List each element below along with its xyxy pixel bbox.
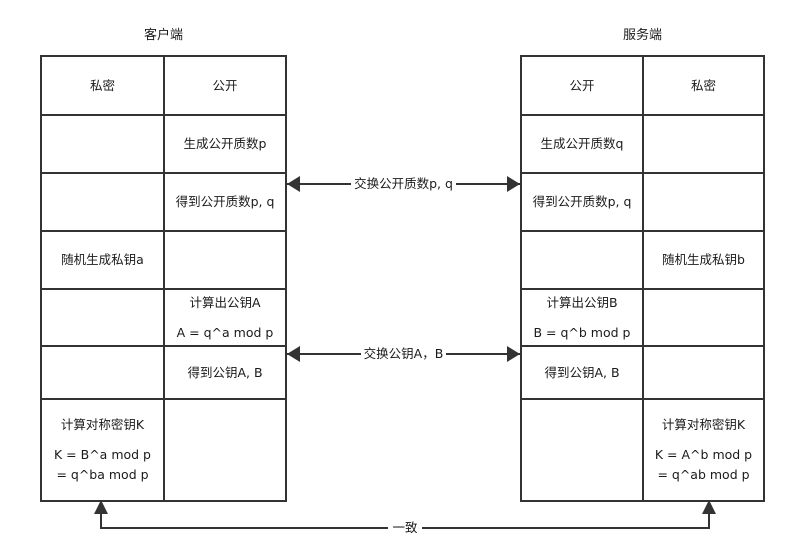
server-cell-private-3: 随机生成私钥b: [662, 252, 745, 267]
server-table: 公开 私密 生成公开质数q 得到公开质数p, q 随机生成私钥b: [520, 55, 765, 502]
client-col-header-private: 私密: [42, 57, 165, 114]
client-cell-public-1: 生成公开质数p: [183, 136, 267, 151]
connector-label: 交换公开质数p, q: [287, 174, 520, 194]
bracket-riser-left: [100, 512, 102, 529]
table-row: 私密 公开: [42, 57, 285, 116]
server-cell-private-1: [644, 116, 763, 172]
connector-label: 交换公钥A，B: [287, 344, 520, 364]
table-row: 得到公开质数p, q: [42, 174, 285, 232]
bracket-riser-right: [708, 512, 710, 529]
bracket-label: 一致: [96, 518, 714, 538]
client-cell-public-2: 得到公开质数p, q: [175, 194, 275, 209]
connector-exchange-keys: 交换公钥A，B: [287, 342, 520, 366]
table-row: 计算对称密钥K K = A^b mod p = q^ab mod p: [522, 400, 763, 500]
server-cell-private-2: [644, 174, 763, 230]
server-cell-private-5: [644, 347, 763, 398]
server-cell-public-2: 得到公开质数p, q: [522, 174, 644, 230]
connector-exchange-primes: 交换公开质数p, q: [287, 172, 520, 196]
arrow-head-up-left-icon: [94, 500, 108, 514]
table-row: 得到公钥A, B: [42, 347, 285, 400]
table-row: 得到公开质数p, q: [522, 174, 763, 232]
table-row: 随机生成私钥b: [522, 232, 763, 290]
arrow-head-left-icon: [287, 346, 300, 362]
client-cell-public-6: [165, 400, 285, 500]
client-col-header-public: 公开: [212, 77, 238, 93]
client-cell-private-1: [42, 116, 165, 172]
arrow-head-left-icon: [287, 176, 300, 192]
client-cell-private-3: 随机生成私钥a: [42, 232, 165, 288]
client-cell-public-3: [165, 232, 285, 288]
client-cell-private-2: [42, 174, 165, 230]
client-cell-public-5: 得到公钥A, B: [187, 364, 263, 380]
bottom-bracket-connector: 一致: [94, 500, 716, 542]
server-col-header-private: 私密: [690, 77, 716, 93]
table-row: 生成公开质数p: [42, 116, 285, 174]
table-row: 公开 私密: [522, 57, 763, 116]
server-col-header-public: 公开: [522, 57, 644, 114]
table-row: 计算出公钥B B = q^b mod p: [522, 290, 763, 347]
client-title: 客户端: [143, 28, 183, 43]
server-cell-public-3: [522, 232, 644, 288]
server-cell-private-4: [644, 290, 763, 345]
arrow-head-right-icon: [507, 346, 520, 362]
server-cell-private-6: 计算对称密钥K K = A^b mod p = q^ab mod p: [654, 417, 753, 482]
server-cell-public-1: 生成公开质数q: [522, 116, 644, 172]
table-row: 得到公钥A, B: [522, 347, 763, 400]
client-cell-private-4: [42, 290, 165, 345]
server-cell-public-4: 计算出公钥B B = q^b mod p: [522, 290, 644, 345]
client-cell-private-6: 计算对称密钥K K = B^a mod p = q^ba mod p: [42, 400, 165, 500]
arrow-head-right-icon: [507, 176, 520, 192]
server-title: 服务端: [622, 28, 662, 43]
client-cell-public-4: 计算出公钥A A = q^a mod p: [176, 294, 274, 340]
arrow-head-up-right-icon: [702, 500, 716, 514]
server-cell-public-6: [522, 400, 644, 500]
client-cell-private-5: [42, 347, 165, 398]
client-table: 私密 公开 生成公开质数p 得到公开质数p, q 随机生成私钥a: [40, 55, 287, 502]
table-row: 生成公开质数q: [522, 116, 763, 174]
table-row: 计算出公钥A A = q^a mod p: [42, 290, 285, 347]
server-cell-public-5: 得到公钥A, B: [522, 347, 644, 398]
table-row: 计算对称密钥K K = B^a mod p = q^ba mod p: [42, 400, 285, 500]
table-row: 随机生成私钥a: [42, 232, 285, 290]
